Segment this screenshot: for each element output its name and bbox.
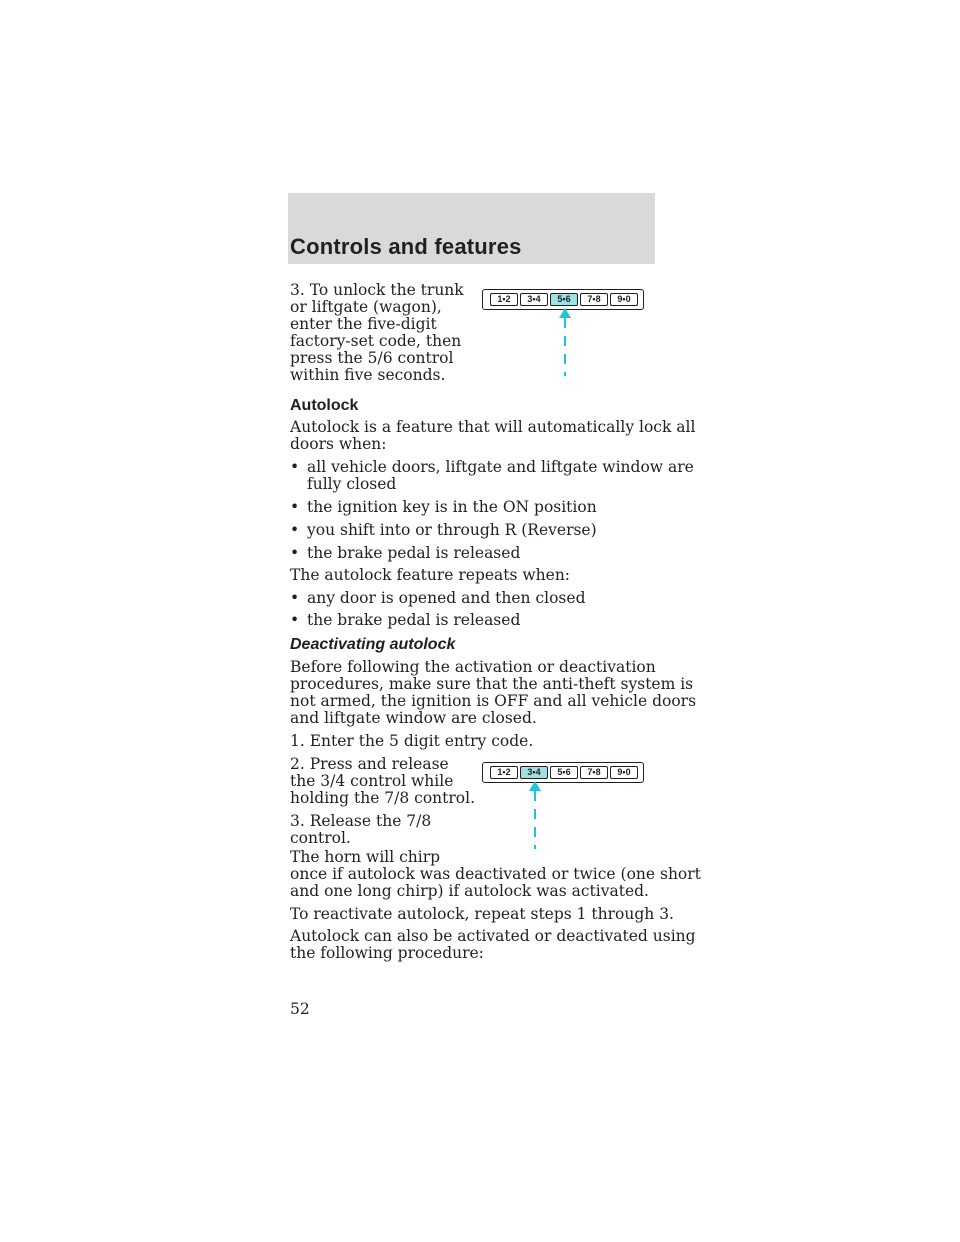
step1: 1. Enter the 5 digit entry code.	[290, 732, 534, 750]
key-1-2: 1•2	[490, 766, 518, 779]
autolock-intro: Autolock is a feature that will automati…	[290, 418, 696, 436]
bullet-icon: •	[290, 498, 300, 516]
key-1-2: 1•2	[490, 293, 518, 306]
key-9-0: 9•0	[610, 766, 638, 779]
horn-line: The horn will chirp	[290, 848, 441, 866]
autolock-repeat-intro: The autolock feature repeats when:	[290, 566, 571, 584]
keypad-frame	[482, 289, 644, 310]
step3-line: within five seconds.	[290, 366, 446, 384]
bullet-icon: •	[290, 589, 300, 607]
step3-line: or liftgate (wagon),	[290, 298, 442, 316]
bullet-icon: •	[290, 521, 300, 539]
keypad-illustration-unlock: 1•2 3•4 5•6 7•8 9•0	[482, 289, 644, 310]
keypad-frame	[482, 762, 644, 783]
deactivating-para: not armed, the ignition is OFF and all v…	[290, 692, 697, 710]
key-5-6-highlighted: 5•6	[550, 293, 578, 306]
step2-line: 2. Press and release	[290, 755, 449, 773]
step3-line: 3. To unlock the trunk	[290, 281, 464, 299]
key-5-6: 5•6	[550, 766, 578, 779]
bullet-icon: •	[290, 611, 300, 629]
step3-line: factory-set code, then	[290, 332, 462, 350]
horn-line: once if autolock was deactivated or twic…	[290, 865, 701, 883]
key-3-4-highlighted: 3•4	[520, 766, 548, 779]
step3-line: press the 5/6 control	[290, 349, 454, 367]
step3-deact-line: 3. Release the 7/8	[290, 812, 432, 830]
also-line: the following procedure:	[290, 944, 484, 962]
page-number: 52	[290, 1000, 310, 1018]
horn-line: and one long chirp) if autolock was acti…	[290, 882, 649, 900]
key-7-8: 7•8	[580, 293, 608, 306]
step2-line: holding the 7/8 control.	[290, 789, 476, 807]
page-title: Controls and features	[290, 234, 522, 259]
key-3-4: 3•4	[520, 293, 548, 306]
step3-deact-line: control.	[290, 829, 351, 847]
section-heading-deactivating: Deactivating autolock	[290, 636, 456, 653]
reactivate-text: To reactivate autolock, repeat steps 1 t…	[290, 905, 674, 923]
bullet-icon: •	[290, 458, 300, 476]
key-7-8: 7•8	[580, 766, 608, 779]
header-band	[288, 193, 655, 264]
pointer-arrow-icon	[559, 308, 571, 376]
also-line: Autolock can also be activated or deacti…	[290, 927, 696, 945]
bullet-icon: •	[290, 544, 300, 562]
deactivating-para: and liftgate window are closed.	[290, 709, 537, 727]
pointer-arrow-icon	[529, 781, 541, 849]
step3-line: enter the five-digit	[290, 315, 437, 333]
deactivating-para: procedures, make sure that the anti-thef…	[290, 675, 694, 693]
key-9-0: 9•0	[610, 293, 638, 306]
keypad-illustration-deactivate: 1•2 3•4 5•6 7•8 9•0	[482, 762, 644, 783]
section-heading-autolock: Autolock	[290, 397, 359, 414]
deactivating-para: Before following the activation or deact…	[290, 658, 656, 676]
autolock-intro: doors when:	[290, 435, 387, 453]
step2-line: the 3/4 control while	[290, 772, 454, 790]
